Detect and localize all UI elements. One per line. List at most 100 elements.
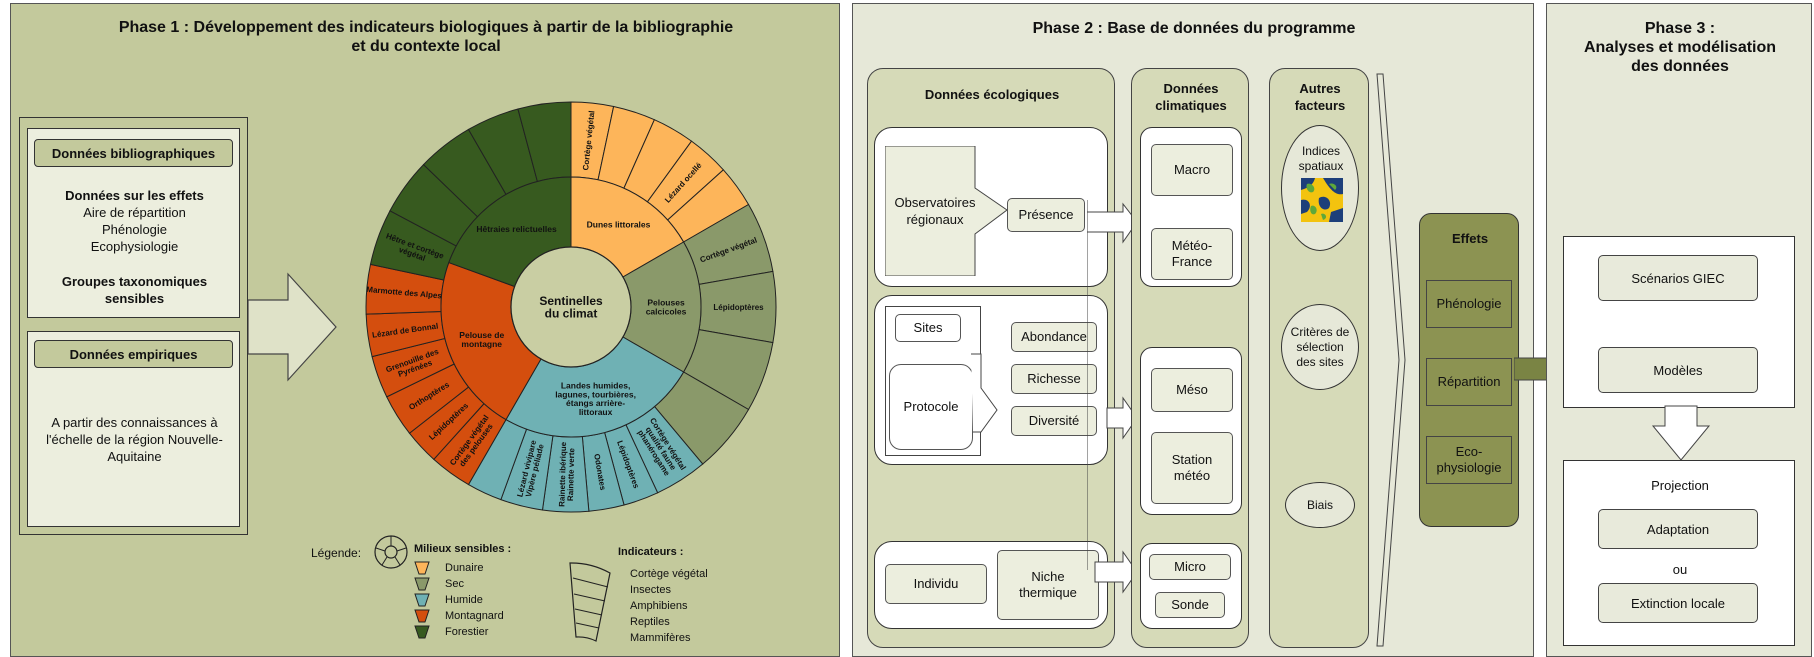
effects-title: Données sur les effets (65, 188, 204, 203)
presence-group: Observatoires régionaux Présence (874, 127, 1108, 287)
effet-ecophysiologie: Eco- physiologie (1426, 436, 1512, 484)
milieu-swatch-icon (414, 561, 430, 575)
milieu-label: Landes humides,lagunes, tourbières,étang… (555, 380, 636, 417)
indicator-legend-icon (569, 562, 611, 642)
phase1-title: Phase 1 : Développement des indicateurs … (118, 19, 734, 55)
niche-pill: Niche thermique (997, 550, 1099, 620)
legend-milieux-title: Milieux sensibles : (414, 543, 512, 555)
empirique-header: Données empiriques (34, 340, 233, 368)
phase2-panel: Phase 2 : Base de données du programme D… (852, 3, 1534, 657)
modeles-pill: Modèles (1598, 347, 1758, 393)
legend-indicator-label: Insectes (630, 584, 671, 596)
indicator-label: Rainette ibériqueRainette verte (557, 441, 576, 507)
individu-pill: Individu (885, 564, 987, 604)
meso-group: Méso Station météo (1140, 347, 1242, 515)
projection-frame: Projection Adaptation ou Extinction loca… (1563, 460, 1795, 646)
diversite-pill: Diversité (1011, 406, 1097, 436)
criteres-ellipse: Critères de sélection des sites (1281, 304, 1359, 390)
sites-pill: Sites (895, 314, 961, 342)
extinction-pill: Extinction locale (1598, 583, 1758, 623)
abondance-pill: Abondance (1011, 322, 1097, 352)
empirique-box: Données empiriques A partir des connaiss… (27, 331, 240, 527)
presence-pill: Présence (1007, 198, 1085, 232)
indices-label: Indices spatiaux (1298, 144, 1344, 173)
milieu-swatch-icon (414, 609, 430, 623)
micro-pill: Micro (1149, 554, 1231, 580)
milieu-label: Hêtraies relictuelles (476, 224, 557, 234)
meso-pill: Méso (1151, 368, 1233, 412)
indicator-label: Lépidoptères (713, 303, 764, 312)
right-arrow-icon (248, 272, 337, 382)
individu-group: Individu Niche thermique (874, 541, 1108, 629)
protocole-arrow-icon (971, 353, 998, 433)
biblio-box: Données bibliographiques Données sur les… (27, 128, 240, 318)
projection-label: Projection (1651, 478, 1709, 493)
phase3-title: Phase 3 : Analyses et modélisation des d… (1583, 20, 1777, 75)
groups-title: Groupes taxonomiques sensibles (61, 274, 208, 306)
station-pill: Station météo (1151, 432, 1233, 504)
adaptation-pill: Adaptation (1598, 509, 1758, 549)
legend-indicator-label: Amphibiens (630, 600, 688, 612)
effect-item: Phénologie (101, 222, 168, 237)
scenarios-pill: Scénarios GIEC (1598, 255, 1758, 301)
legend-indicator-label: Cortège végétal (630, 568, 708, 580)
milieu-swatch-icon (414, 593, 430, 607)
milieu-swatch-icon (414, 577, 430, 591)
biais-ellipse: Biais (1285, 482, 1355, 528)
clim-title: Données climatiques (1155, 81, 1227, 113)
wheel-center (510, 246, 632, 368)
legend-milieu-item: Forestier (411, 624, 488, 640)
effect-item: Ecophysiologie (90, 239, 179, 254)
legend-milieu-item: Montagnard (411, 608, 504, 624)
phase2-title: Phase 2 : Base de données du programme (1032, 20, 1356, 37)
phase1-panel: Phase 1 : Développement des indicateurs … (10, 3, 840, 657)
micro-group: Micro Sonde (1140, 543, 1242, 629)
legend-label: Légende: (311, 546, 362, 560)
wheel-legend-icon (374, 535, 408, 569)
milieu-label: Dunes littorales (587, 220, 651, 230)
map-icon (1301, 178, 1343, 222)
macro-group: Macro Météo- France (1140, 127, 1242, 287)
meteo-france-pill: Météo- France (1151, 228, 1233, 280)
effet-phenologie: Phénologie (1426, 280, 1512, 328)
legend-milieu-label: Forestier (445, 626, 489, 638)
scenarios-frame: Scénarios GIEC Modèles (1563, 236, 1795, 408)
richesse-pill: Richesse (1011, 364, 1097, 394)
clim-column: Données climatiques Macro Météo- France … (1131, 68, 1249, 648)
ou-label: ou (1672, 562, 1688, 577)
eco-title: Données écologiques (924, 87, 1060, 102)
macro-pill: Macro (1151, 144, 1233, 196)
effect-item: Aire de répartition (83, 205, 186, 220)
legend-milieu-label: Dunaire (445, 562, 484, 574)
sonde-pill: Sonde (1155, 592, 1225, 618)
bracket-chevron-icon (1376, 73, 1406, 647)
autres-column: Autres facteurs Indices spatiaux Critère… (1269, 68, 1369, 648)
indices-ellipse: Indices spatiaux (1281, 125, 1359, 251)
legend-milieu-label: Montagnard (445, 610, 504, 622)
legend-indicator-label: Reptiles (630, 616, 670, 628)
effets-title: Effets (1451, 231, 1489, 246)
legend-milieu-label: Humide (445, 594, 483, 606)
legend-milieu-label: Sec (445, 578, 464, 590)
effet-repartition: Répartition (1426, 358, 1512, 406)
empirique-text: A partir des connaissances à l'échelle d… (46, 415, 223, 464)
observatoires-label: Observatoires régionaux (894, 195, 976, 227)
autres-title: Autres facteurs (1294, 81, 1346, 113)
legend-indic-title: Indicateurs : (618, 546, 684, 558)
phase3-panel: Phase 3 : Analyses et modélisation des d… (1546, 3, 1812, 657)
observatoires-arrow-icon (885, 146, 1008, 276)
eco-clim-arrows-icon (1087, 200, 1138, 594)
legend-milieu-item: Sec (411, 576, 464, 592)
down-arrow-icon (1651, 405, 1711, 461)
eco-column: Données écologiques Observatoires région… (867, 68, 1115, 648)
effets-box: Effets Phénologie Répartition Eco- physi… (1419, 213, 1519, 527)
legend-milieu-item: Dunaire (411, 560, 484, 576)
legend-indicator-label: Mammifères (630, 632, 691, 644)
protocole-pill: Protocole (889, 364, 973, 450)
